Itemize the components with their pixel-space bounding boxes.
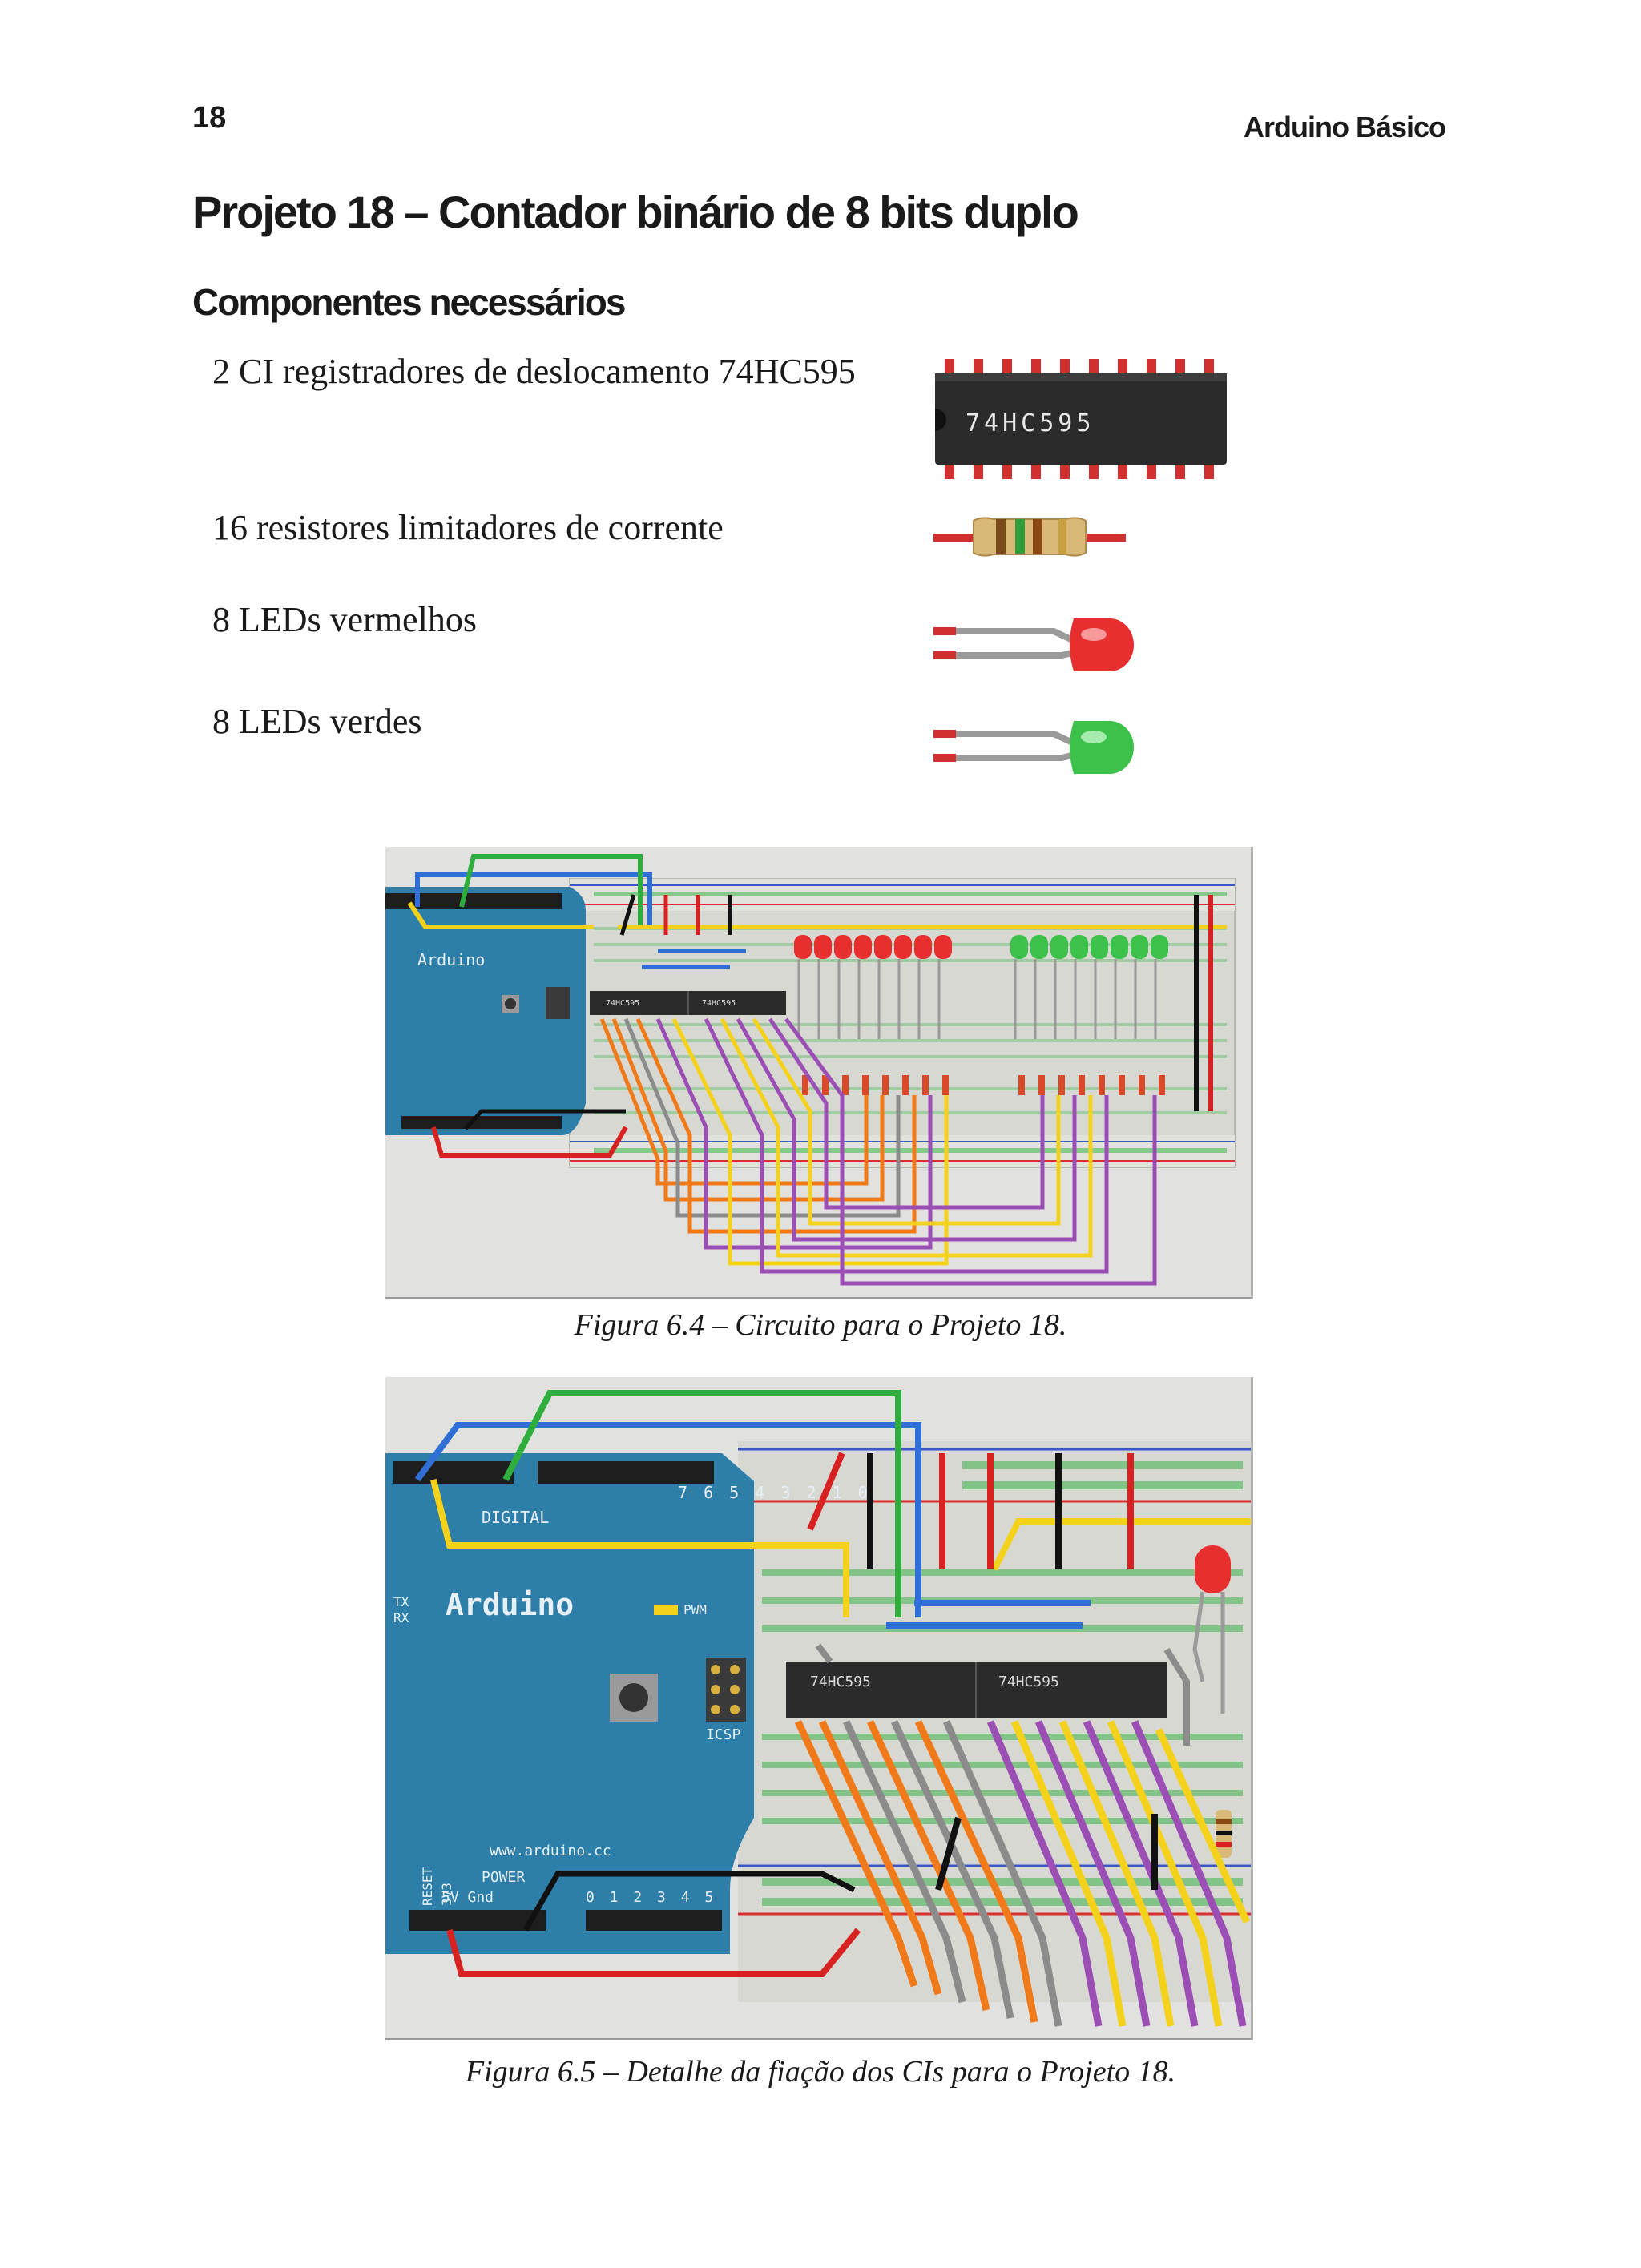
component-item-resistors: 16 resistores limitadores de corrente (212, 508, 724, 547)
figure-caption-6-4: Figura 6.4 – Circuito para o Projeto 18. (574, 1308, 1067, 1342)
component-item-red-leds: 8 LEDs vermelhos (212, 600, 477, 639)
section-title: Componentes necessários (192, 281, 626, 323)
figure1-chip-right: 74HC595 (702, 999, 736, 1008)
green-led-icon (933, 711, 1134, 788)
figure2-analog-pins: 0 1 2 3 4 5 (586, 1889, 716, 1906)
figure2-tx-label: TX (393, 1594, 409, 1609)
ic-chip-marking: 74HC595 (966, 409, 1095, 437)
figure1-arduino-label: Arduino (417, 950, 485, 969)
figure1-chip-left: 74HC595 (606, 999, 639, 1008)
figure2-icsp-label: ICSP (706, 1726, 741, 1743)
figure2-chip-left: 74HC595 (810, 1674, 871, 1690)
figure2-pwm-label: PWM (683, 1602, 707, 1617)
red-led-icon (933, 609, 1134, 685)
figure2-3v3-label: 3V3 (439, 1883, 454, 1906)
figure2-rx-label: RX (393, 1610, 409, 1625)
component-item-green-leds: 8 LEDs verdes (212, 702, 422, 741)
figure2-website: www.arduino.cc (490, 1843, 611, 1859)
running-header: Arduino Básico (1243, 111, 1446, 143)
resistor-icon (933, 513, 1126, 565)
figure-circuit-overview: Arduino 74HC595 74HC595 (385, 847, 1253, 1299)
figure2-power-pins: 5V Gnd (441, 1889, 494, 1906)
figure2-reset-label: RESET (420, 1867, 435, 1906)
ic-chip-icon: 74HC595 (933, 359, 1230, 483)
figure2-power-label: POWER (482, 1869, 525, 1886)
page-number: 18 (192, 101, 227, 135)
component-item-ic: 2 CI registradores de deslocamento 74HC5… (212, 352, 856, 391)
figure-ic-wiring-detail: 7 6 5 4 3 2 1 0 DIGITAL Arduino PWM ICSP… (385, 1377, 1253, 2040)
figure2-digital-label: DIGITAL (482, 1508, 549, 1527)
figure2-pin-numbers: 7 6 5 4 3 2 1 0 (678, 1483, 871, 1502)
figure2-arduino-label: Arduino (446, 1587, 574, 1622)
figure-caption-6-5: Figura 6.5 – Detalhe da fiação dos CIs p… (465, 2055, 1176, 2089)
chapter-title: Projeto 18 – Contador binário de 8 bits … (192, 187, 1079, 237)
figure2-chip-right: 74HC595 (998, 1674, 1059, 1690)
